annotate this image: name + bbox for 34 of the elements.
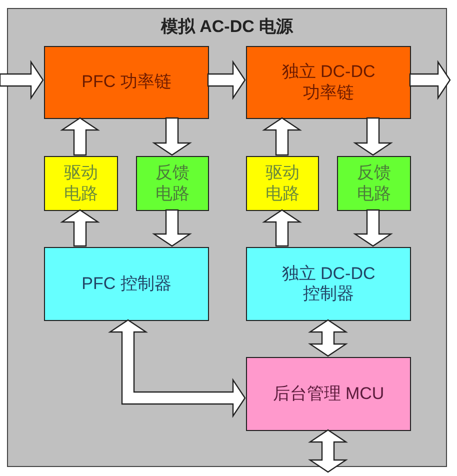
box-label: 后台管理 MCU (272, 384, 384, 404)
block-arrow (409, 60, 451, 100)
block-arrow (308, 319, 348, 357)
block-arrow (262, 117, 302, 156)
box-label: 反馈电路 (356, 163, 392, 204)
block-arrow (60, 117, 100, 156)
block-arrow (152, 117, 192, 156)
box-label: 驱动电路 (63, 163, 99, 204)
box-label: 独立 DC-DC 控制器 (280, 264, 376, 304)
block-arrow (262, 209, 302, 247)
box-label: PFC 控制器 (82, 274, 172, 294)
process-box (337, 156, 411, 211)
process-box (44, 46, 209, 119)
box-label: 反馈电路 (154, 163, 190, 204)
block-arrow (152, 209, 192, 247)
block-arrow (207, 60, 246, 100)
process-box (44, 156, 118, 211)
process-box (246, 156, 319, 211)
process-box (246, 357, 411, 431)
block-arrow (308, 429, 348, 473)
process-box (136, 156, 209, 211)
process-box (246, 46, 411, 119)
box-label: 驱动电路 (264, 163, 300, 204)
block-arrow (108, 319, 246, 418)
process-box (246, 247, 411, 321)
block-arrow (60, 209, 100, 247)
box-label: PFC 功率链 (82, 72, 172, 93)
block-arrow (353, 209, 393, 247)
block-arrow (0, 60, 44, 100)
panel (7, 8, 447, 467)
box-label: 独立 DC-DC 功率链 (280, 62, 376, 103)
process-box (44, 247, 209, 321)
title: 模拟 AC-DC 电源 (160, 17, 294, 38)
block-arrow (353, 117, 393, 156)
